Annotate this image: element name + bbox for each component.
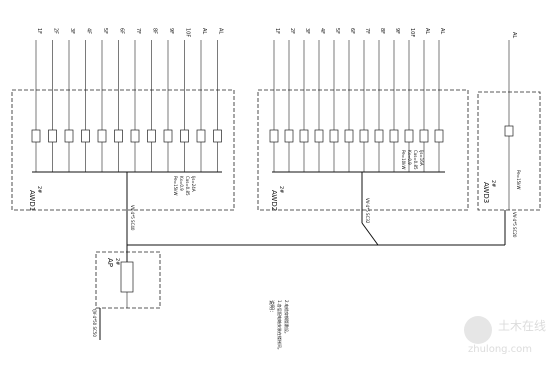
awd3-floor: 2# — [490, 180, 496, 187]
awd1-power-note: Pe=15kW Kx=0.9 Cos=0.85 Ijs=24A — [173, 176, 196, 196]
circuit-tag: 7F — [364, 28, 370, 34]
circuit-tag: 3F — [69, 28, 75, 34]
awd1-pe: Pe=15kW — [173, 176, 178, 195]
notes-block: 说明： 1.各层配电箱安装在楼梯间。 2.电缆穿钢管敷设。 — [268, 300, 290, 352]
awd1-cos: Cos=0.85 — [185, 176, 190, 196]
breaker — [64, 129, 74, 143]
breaker — [213, 129, 222, 143]
notes-title: 说明： — [268, 300, 275, 315]
awd3-feeder-label: VV-4*5 SC20 — [512, 212, 517, 238]
breaker — [299, 129, 309, 143]
awd2-ijs: Ijs=16A — [419, 150, 424, 166]
circuit-tag: 5F — [102, 28, 108, 34]
circuit-tag: 7F — [135, 28, 141, 34]
breaker — [404, 129, 414, 143]
awd2-name: AWD2 — [270, 190, 278, 211]
awd2-breakers: 1F 2F 3F 4F 5F 6F 7F 8F 9F 10F AL AL — [269, 28, 445, 172]
ap-incoming-label: YJV-4*50 SC50 — [92, 307, 97, 337]
ap-name: AP — [106, 258, 114, 267]
breaker — [434, 129, 444, 143]
awd1-name: AWD1 — [28, 190, 36, 211]
circuit-tag: 1F — [274, 28, 280, 34]
circuit-tag: 6F — [119, 28, 125, 34]
notes-item-2: 2.电缆穿钢管敷设。 — [284, 300, 290, 336]
awd2-power-note: Pe=10kW Kx=0.9 Cos=0.85 Ijs=16A — [401, 150, 424, 170]
circuit-tag: 1F — [36, 28, 42, 34]
circuit-tag: 10F — [409, 28, 415, 37]
breaker — [374, 129, 384, 143]
awd1-feeder-label: VV-4*5 SC40 — [130, 205, 135, 231]
circuit-tag: AL — [424, 28, 430, 34]
breaker — [389, 129, 399, 143]
breaker — [314, 129, 324, 143]
breaker — [344, 129, 354, 143]
circuit-tag: 4F — [319, 28, 325, 34]
awd2-pe: Pe=10kW — [401, 150, 406, 169]
awd3-pe: Pe=15kW — [516, 170, 521, 189]
ap-main-breaker — [120, 261, 134, 293]
circuit-tag: 8F — [379, 28, 385, 34]
awd2-feeder-label: VV-4*5 SC32 — [365, 198, 370, 224]
circuit-tag: AL — [218, 28, 224, 34]
breaker — [359, 129, 369, 143]
breaker — [419, 129, 429, 143]
circuit-tag: 2F — [53, 28, 59, 34]
awd2-floor: 2# — [278, 186, 284, 193]
breaker — [130, 129, 140, 143]
circuit-tag: 3F — [304, 28, 310, 34]
notes-item-1: 1.各层配电箱安装在楼梯间。 — [277, 300, 283, 352]
breaker — [196, 129, 206, 143]
breaker — [284, 129, 294, 143]
awd1-kx: Kx=0.9 — [179, 176, 184, 191]
awd1-floor: 2# — [36, 186, 42, 193]
ap-floor: 2# — [114, 258, 120, 265]
awd1-ijs: Ijs=24A — [191, 176, 196, 192]
awd1-breakers: 1F 2F 3F 4F 5F 6F 7F 8F 9F 10F AL AL — [31, 28, 224, 172]
circuit-tag: 10F — [185, 28, 191, 37]
watermark: 土木在线 zhulong.com — [464, 316, 546, 355]
awd3-tag: AL — [511, 32, 517, 38]
breaker — [147, 129, 156, 143]
panel-awd1-frame — [11, 89, 235, 211]
circuit-tag: 5F — [334, 28, 340, 34]
circuit-tag: AL — [439, 28, 445, 34]
breaker — [97, 129, 107, 143]
awd2-kx: Kx=0.9 — [407, 150, 412, 165]
circuit-tag: 2F — [289, 28, 295, 34]
breaker — [48, 129, 57, 143]
circuit-tag: 9F — [168, 28, 174, 34]
breaker — [81, 129, 90, 143]
circuit-tag: AL — [201, 28, 207, 34]
watermark-logo-icon — [464, 316, 492, 344]
panel-awd2-frame — [257, 89, 469, 211]
breaker — [329, 129, 339, 143]
circuit-tag: 8F — [152, 28, 158, 34]
breaker — [269, 129, 279, 143]
awd3-name: AWD3 — [482, 182, 490, 203]
breaker — [163, 129, 173, 143]
breaker — [114, 129, 123, 143]
circuit-tag: 6F — [349, 28, 355, 34]
panel-ap-frame — [95, 251, 161, 309]
circuit-tag: 9F — [394, 28, 400, 34]
awd3-breaker — [504, 125, 514, 137]
breaker — [31, 129, 41, 143]
circuit-tag: 4F — [86, 28, 92, 34]
watermark-url: zhulong.com — [468, 344, 532, 355]
awd2-tie — [361, 222, 379, 246]
watermark-logo-text: 土木在线 — [498, 319, 546, 333]
awd2-cos: Cos=0.85 — [413, 150, 418, 170]
breaker — [180, 129, 189, 143]
